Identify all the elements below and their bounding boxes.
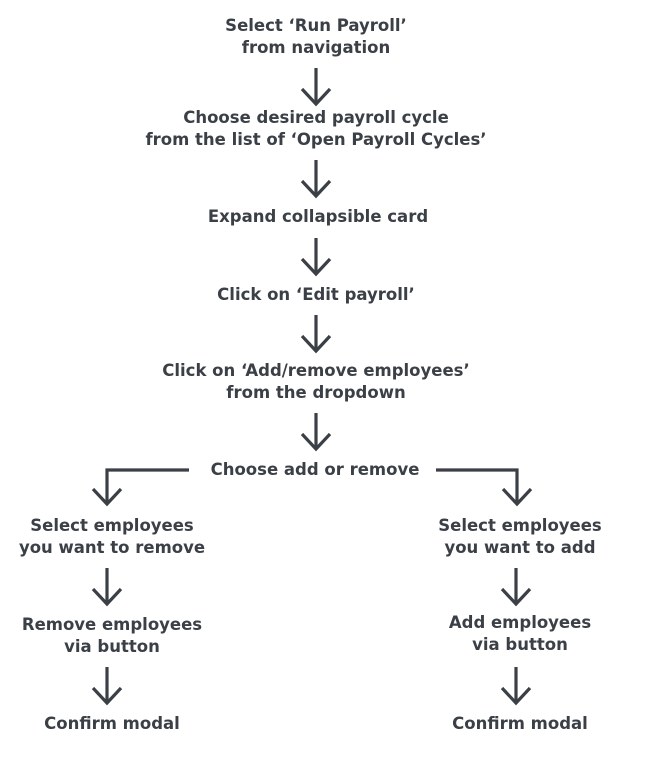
- step-text-line: you want to add: [444, 538, 596, 557]
- step-text-line: Select employees: [438, 516, 602, 535]
- step-text-line: Confirm modal: [44, 714, 180, 733]
- step-add-remove: Click on ‘Add/remove employees’ from the…: [162, 360, 470, 404]
- step-text-line: via button: [472, 635, 568, 654]
- step-text-line: Click on ‘Edit payroll’: [217, 285, 415, 304]
- step-text-line: Remove employees: [21, 615, 203, 634]
- step-text-line: Click on ‘Add/remove employees’: [162, 361, 470, 380]
- remove-via-button: Remove employees via button: [22, 614, 202, 658]
- add-confirm-modal: Confirm modal: [452, 713, 588, 735]
- step-run-payroll: Select ‘Run Payroll’ from navigation: [225, 15, 407, 59]
- step-text-line: Select employees: [30, 516, 194, 535]
- step-text-line: Select ‘Run Payroll’: [225, 16, 407, 35]
- step-text-line: Confirm modal: [452, 714, 588, 733]
- right-arrow-1: [500, 568, 532, 607]
- step-text-line: via button: [64, 637, 160, 656]
- add-via-button: Add employees via button: [449, 612, 591, 656]
- step-text-line: from navigation: [241, 38, 391, 57]
- arrow-1: [300, 68, 332, 107]
- step-text-line: you want to remove: [18, 538, 206, 557]
- remove-select-employees: Select employees you want to remove: [19, 515, 205, 559]
- right-arrow-2: [500, 667, 532, 706]
- step-choose-add-or-remove: Choose add or remove: [211, 459, 420, 481]
- arrow-3: [300, 238, 332, 277]
- arrow-5: [300, 413, 332, 452]
- step-text-line: from the list of ‘Open Payroll Cycles’: [145, 130, 487, 149]
- branch-left-connector: [91, 468, 189, 507]
- step-text-line: Choose add or remove: [210, 460, 420, 479]
- left-arrow-1: [91, 568, 123, 607]
- step-text-line: Add employees: [448, 613, 592, 632]
- step-text-line: Expand collapsible card: [207, 207, 429, 226]
- step-text-line: Choose desired payroll cycle: [183, 108, 449, 127]
- step-text-line: from the dropdown: [226, 383, 406, 402]
- step-expand-card: Expand collapsible card: [208, 206, 428, 228]
- step-edit-payroll: Click on ‘Edit payroll’: [217, 284, 415, 306]
- add-select-employees: Select employees you want to add: [438, 515, 601, 559]
- remove-confirm-modal: Confirm modal: [44, 713, 180, 735]
- arrow-2: [300, 160, 332, 199]
- step-choose-cycle: Choose desired payroll cycle from the li…: [145, 107, 486, 151]
- left-arrow-2: [91, 667, 123, 706]
- arrow-4: [300, 315, 332, 354]
- branch-right-connector: [436, 468, 533, 507]
